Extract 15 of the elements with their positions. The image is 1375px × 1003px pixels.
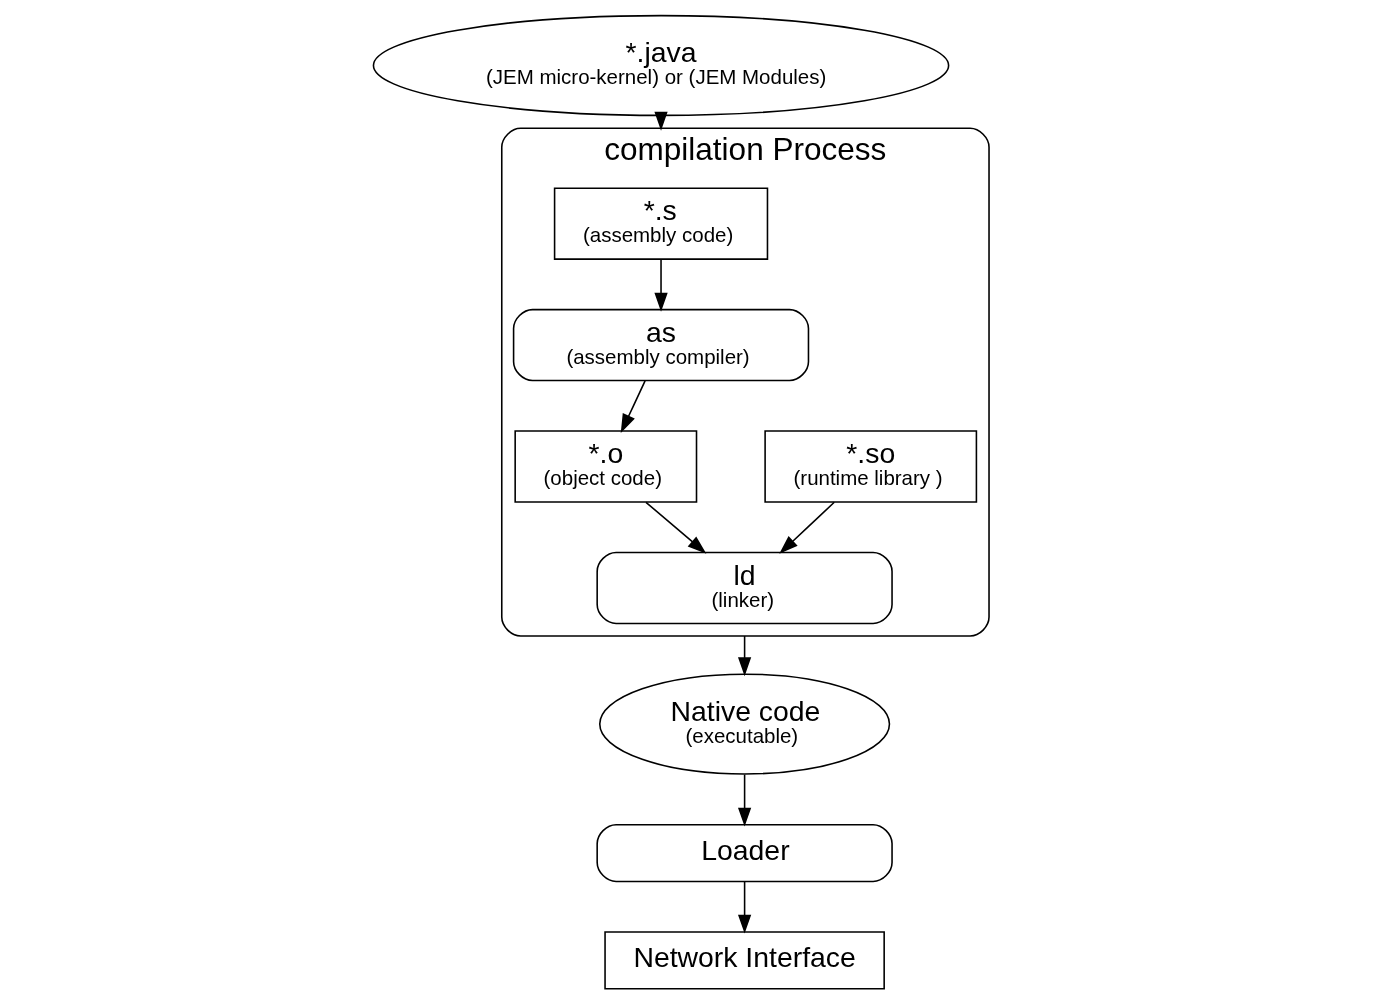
arrow [645,501,707,554]
arrow [737,634,752,676]
arrow [737,880,752,934]
arrow [737,773,752,827]
arrow [620,379,646,433]
node-box: *.s (assembly code) [553,186,769,260]
node-ellipse: Native code (executable) [599,672,891,775]
node-box: Network Interface [604,930,885,989]
node-box: as (assembly compiler) [512,308,810,381]
node-box: Loader [596,823,893,882]
node-box: *.o (object code) [514,429,698,503]
node-box: *.so (runtime library ) [764,429,978,503]
node-box: ld (linker) [596,551,893,624]
arrow [654,258,668,312]
arrow [779,501,836,554]
